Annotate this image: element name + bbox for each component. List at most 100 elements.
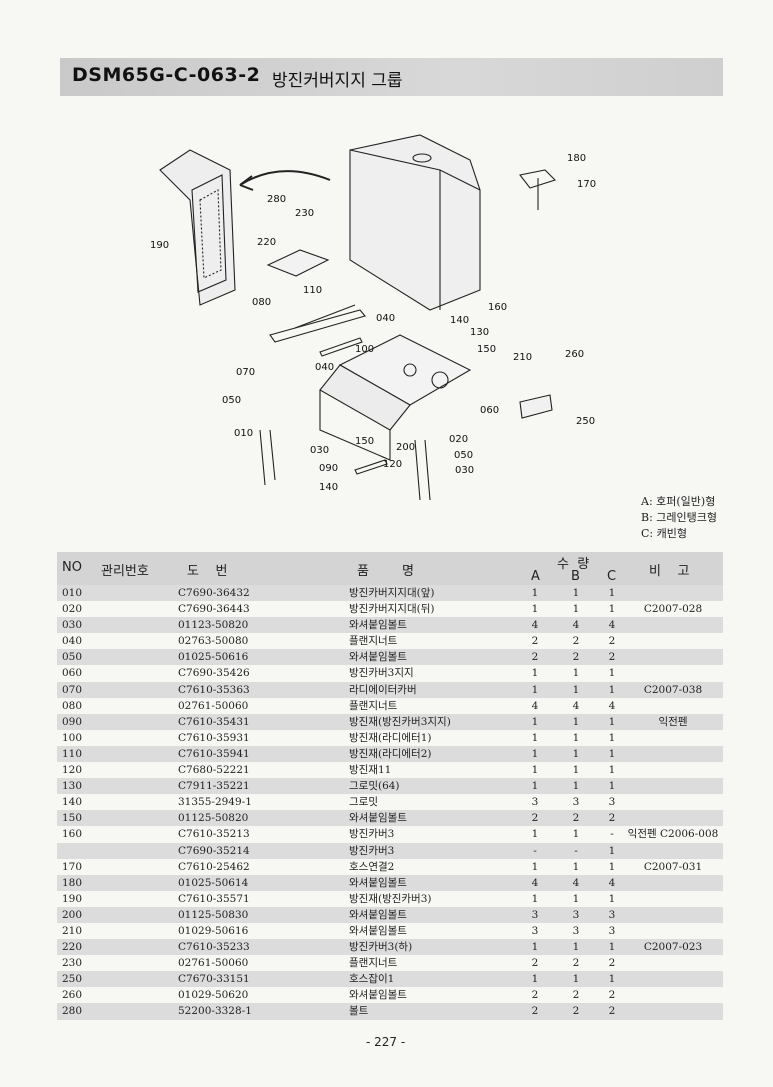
exploded-parts-diagram: 180 170 280 230 190 220 110 080 160 040 …: [150, 134, 596, 501]
row-qty-a: 1: [531, 667, 539, 680]
row-part-number: 01029-50616: [178, 924, 249, 937]
row-no: 260: [62, 989, 83, 1002]
row-qty-c: 1: [608, 683, 616, 696]
row-qty-a: 1: [531, 715, 539, 728]
svg-text:010: 010: [234, 428, 253, 439]
row-part-name: 방진재(방진카버3지지): [349, 715, 451, 728]
header-a: A: [531, 569, 540, 584]
row-no: 070: [62, 683, 83, 696]
row-part-name: 방진재11: [349, 764, 392, 777]
row-qty-b: 1: [572, 892, 580, 905]
row-part-name: 방진카버지지대(앞): [349, 587, 435, 599]
row-no: 030: [62, 619, 83, 632]
row-part-number: C7690-35214: [178, 844, 250, 857]
svg-text:140: 140: [319, 482, 338, 493]
svg-text:160: 160: [488, 302, 507, 313]
row-part-name: 방진재(라디에터2): [349, 747, 432, 760]
svg-text:220: 220: [257, 237, 276, 248]
row-part-number: C7690-36432: [178, 587, 250, 599]
row-remarks: 익전펜 C2006-008: [627, 828, 719, 841]
page-number: - 227 -: [366, 1035, 406, 1049]
row-part-number: C7670-33151: [178, 973, 250, 986]
row-qty-a: 4: [531, 876, 539, 889]
row-part-name: 와셔붙임볼트: [349, 651, 407, 664]
row-part-name: 호스잡이1: [349, 973, 395, 986]
row-qty-b: 1: [572, 603, 580, 616]
row-qty-a: 1: [531, 892, 539, 905]
svg-text:100: 100: [355, 344, 374, 355]
row-qty-a: 2: [531, 812, 539, 825]
header-remarks: 비 고: [649, 564, 690, 579]
row-remarks: C2007-028: [643, 603, 703, 616]
row-part-name: 방진카버3지지: [349, 667, 414, 680]
row-qty-b: 1: [572, 667, 580, 680]
row-part-name: 볼트: [349, 1005, 369, 1018]
row-qty-b: 4: [572, 619, 580, 632]
row-qty-a: 4: [531, 699, 539, 712]
row-qty-b: 4: [572, 876, 580, 889]
header-mgmt: 관리번호: [101, 564, 149, 579]
row-part-number: 52200-3328-1: [178, 1005, 252, 1018]
row-qty-a: 1: [531, 941, 539, 954]
row-qty-b: 1: [572, 683, 580, 696]
row-no: 020: [62, 603, 83, 616]
row-qty-b: 3: [572, 924, 580, 937]
svg-text:020: 020: [449, 434, 468, 445]
svg-text:260: 260: [565, 349, 584, 360]
row-qty-a: 1: [531, 683, 539, 696]
legend-item-b: B: 그레인탱크형: [641, 511, 718, 524]
row-part-number: C7610-35213: [178, 828, 250, 841]
row-no: 140: [62, 796, 83, 809]
row-qty-c: 1: [608, 973, 616, 986]
row-no: 040: [62, 635, 83, 648]
row-no: 180: [62, 876, 83, 889]
row-no: 230: [62, 957, 83, 970]
row-qty-c: 1: [608, 860, 616, 873]
row-qty-c: 4: [608, 699, 616, 712]
row-qty-b: 1: [572, 587, 580, 599]
row-no: 060: [62, 667, 83, 680]
header-no: NO: [62, 560, 82, 575]
row-part-number: 01029-50620: [178, 989, 249, 1002]
row-qty-c: 2: [608, 989, 616, 1002]
row-no: 100: [62, 731, 83, 744]
group-title: 방진커버지지 그룹: [272, 71, 403, 91]
legend-item-c: C: 캐빈형: [641, 527, 687, 540]
row-part-number: C7690-35426: [178, 667, 250, 680]
row-part-number: 01125-50830: [178, 908, 249, 921]
svg-text:250: 250: [576, 416, 595, 427]
row-qty-c: 1: [608, 780, 616, 793]
svg-text:150: 150: [355, 436, 374, 447]
row-no: 150: [62, 812, 83, 825]
row-qty-a: 1: [531, 828, 539, 841]
row-qty-a: 3: [531, 908, 539, 921]
row-qty-a: 2: [531, 1005, 539, 1018]
row-qty-c: 1: [608, 715, 616, 728]
row-part-number: 02761-50060: [178, 699, 249, 712]
svg-text:180: 180: [567, 153, 586, 164]
row-part-number: C7610-35931: [178, 731, 250, 744]
row-part-number: C7690-36443: [178, 603, 250, 616]
row-part-number: 02761-50060: [178, 957, 249, 970]
row-qty-a: 1: [531, 603, 539, 616]
row-part-name: 와셔붙임볼트: [349, 876, 407, 889]
row-qty-b: 1: [572, 764, 580, 777]
title-bar: [60, 58, 723, 96]
row-part-name: 방진재(방진카버3): [349, 892, 432, 905]
svg-text:110: 110: [303, 285, 322, 296]
